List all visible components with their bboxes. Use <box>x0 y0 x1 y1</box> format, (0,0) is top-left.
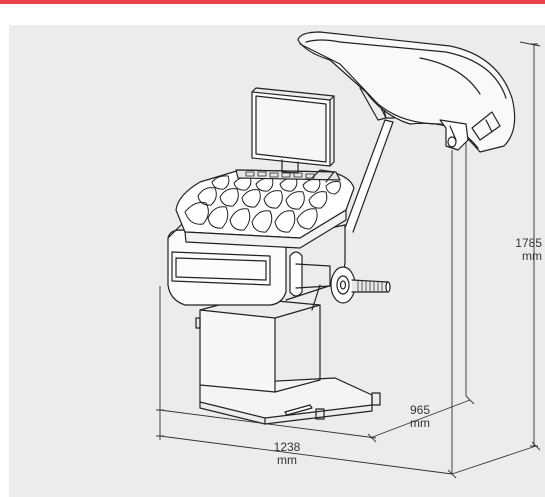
width-line <box>159 435 453 475</box>
main-housing <box>167 217 346 306</box>
depth-line <box>159 409 377 439</box>
balancing-shaft <box>289 251 391 311</box>
height-unit: mm <box>522 249 542 263</box>
dimension-lines <box>156 41 541 479</box>
width-line-diag <box>451 445 537 475</box>
pedestal-column <box>195 297 321 393</box>
wheel-guard <box>297 31 516 153</box>
accent-top-bar <box>0 0 545 4</box>
weight-tray <box>175 169 355 249</box>
depth-dimension-label: 965 mm <box>400 404 440 430</box>
width-dimension-label: 1238 mm <box>267 441 307 467</box>
height-dimension-label: 1785 mm <box>502 237 542 263</box>
depth-unit: mm <box>410 416 430 430</box>
width-value: 1238 <box>273 440 301 454</box>
depth-line-diag <box>369 399 471 439</box>
height-value: 1785 <box>515 236 542 250</box>
width-unit: mm <box>277 453 297 467</box>
monitor <box>251 87 335 174</box>
depth-value: 965 <box>409 403 431 417</box>
